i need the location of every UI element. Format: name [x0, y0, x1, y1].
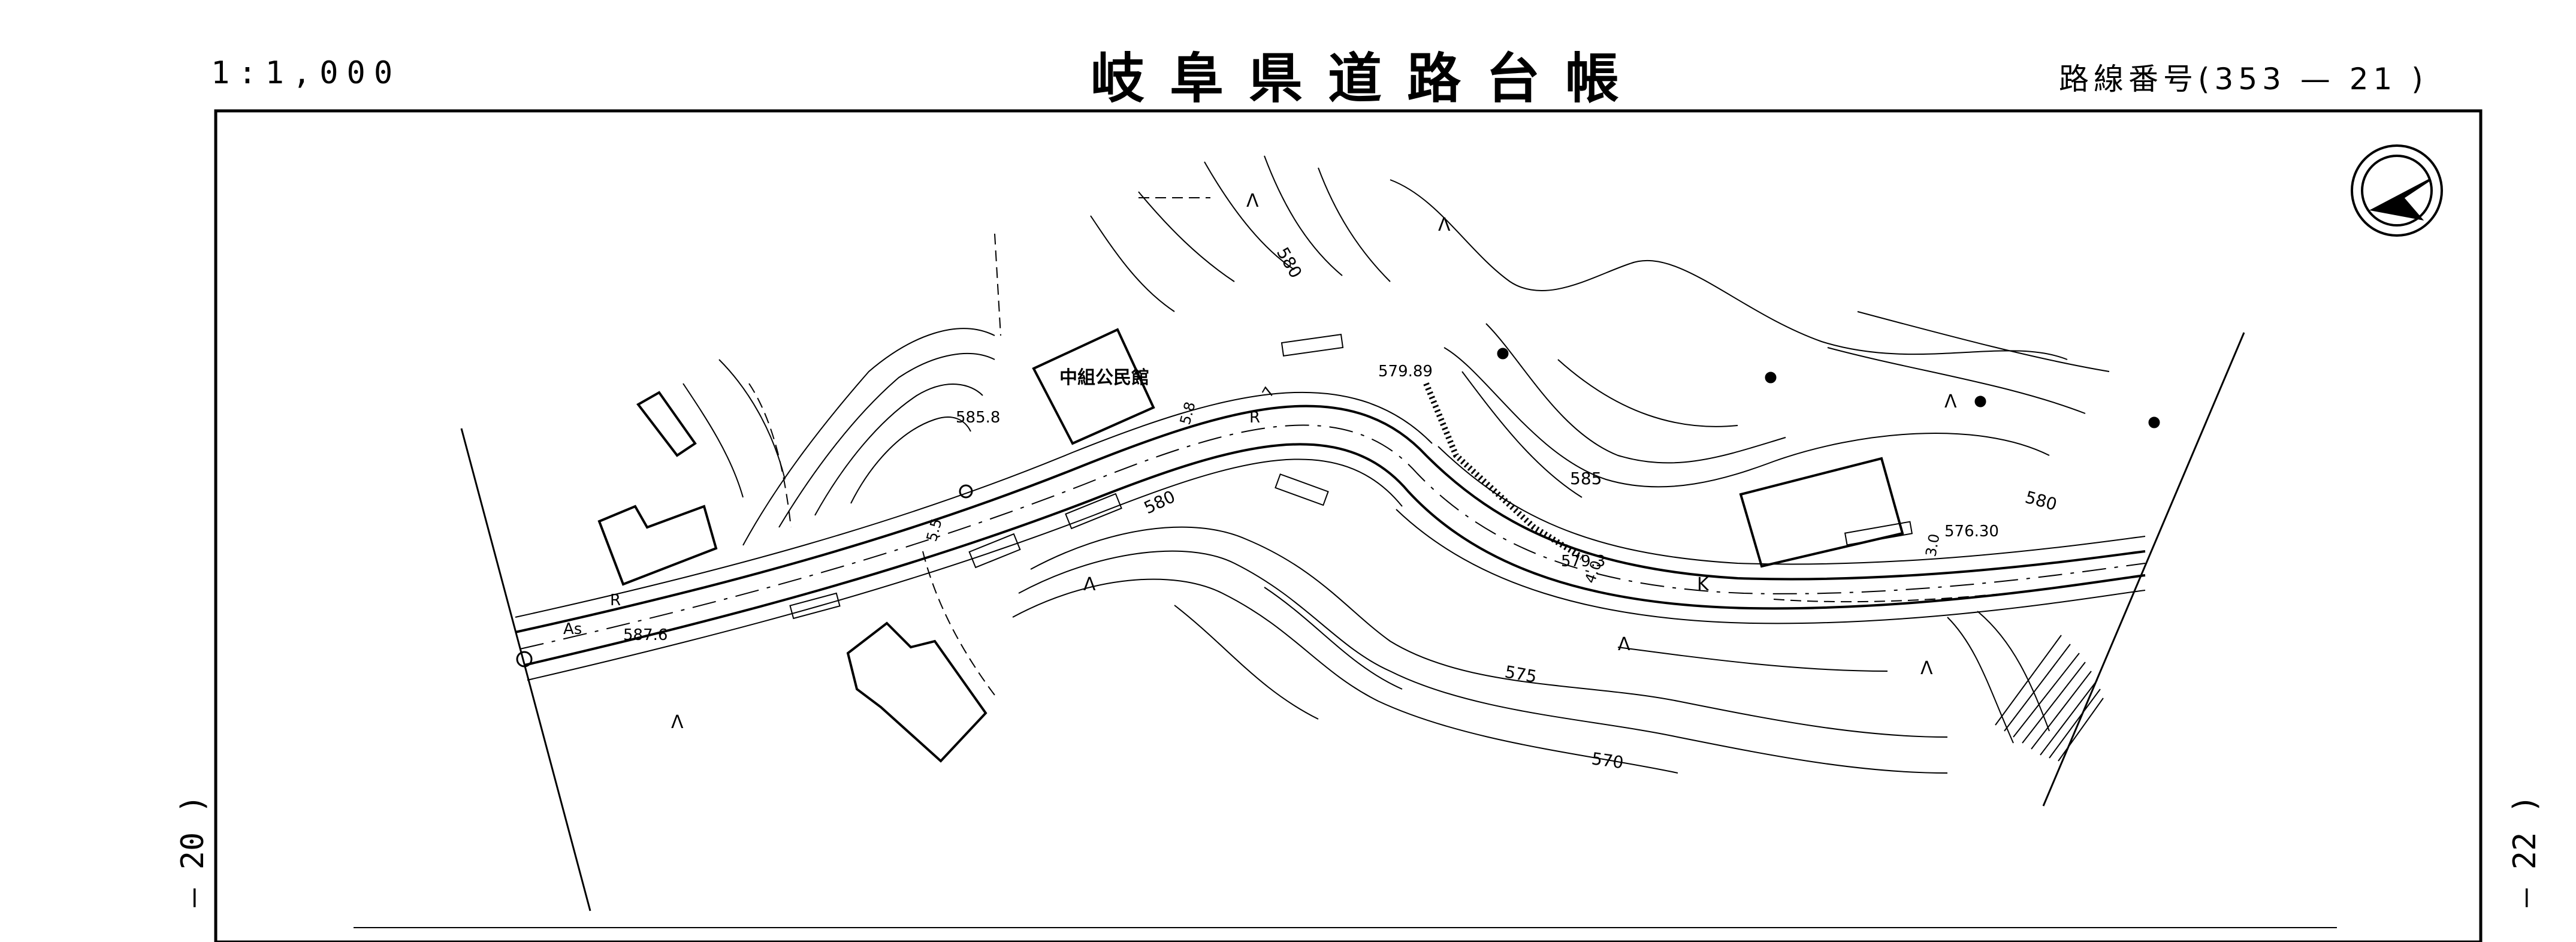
sheet-cut-left — [460, 428, 591, 911]
sheet-cut-right — [2042, 332, 2245, 807]
map-scale: 1:1,000 — [211, 55, 401, 91]
elevation-label: 587.6 — [623, 626, 668, 644]
width-label: 5.5 — [923, 517, 946, 543]
contour-label: 585 — [1570, 469, 1602, 488]
vegetation-mark: Λ — [1246, 191, 1259, 212]
elevation-label: 579.89 — [1378, 363, 1433, 381]
map-labels: 中組公民館 585.8 579.89 587.6 579.3 576.30 58… — [563, 191, 2059, 772]
page-title: 岐阜県道路台帳 — [1091, 47, 1644, 110]
north-arrow-icon — [2351, 144, 2443, 237]
road-main — [515, 404, 2146, 666]
property-lines — [748, 197, 2008, 696]
survey-markers — [516, 348, 2160, 668]
retaining-walls — [789, 334, 1913, 620]
sheet-header: 1:1,000 岐阜県道路台帳 路線番号(353 — 21 ) — [0, 0, 2576, 110]
contour-label: 580 — [1141, 487, 1178, 518]
width-label: 3.0 — [1922, 533, 1943, 558]
vegetation-mark: Λ — [1438, 215, 1451, 236]
surface-label: As — [563, 620, 582, 638]
width-label: 5.8 — [1177, 400, 1199, 426]
vegetation-mark: Λ — [1618, 634, 1630, 655]
width-label: 7 — [1259, 384, 1278, 400]
contour-label: 580 — [1273, 244, 1306, 282]
vegetation-mark: Λ — [1944, 391, 1957, 412]
contours-south — [1012, 526, 2050, 774]
contour-label: 570 — [1590, 748, 1625, 772]
vegetation-mark: Λ — [671, 712, 684, 733]
vegetation-mark: Λ — [1083, 574, 1096, 595]
contour-label: 580 — [2023, 487, 2059, 515]
contour-label: 575 — [1503, 662, 1538, 687]
contours-west — [682, 155, 1391, 546]
building-label: 中組公民館 — [1059, 367, 1149, 388]
road-shoulders — [515, 391, 2146, 681]
slope-hatching — [1995, 635, 2104, 762]
road-mark: R — [610, 591, 621, 609]
map-frame — [214, 109, 2483, 942]
elevation-label: 579.3 — [1561, 552, 1605, 570]
elevation-label: 576.30 — [1944, 523, 1999, 541]
vegetation-mark: Λ — [1920, 658, 1933, 679]
community-hall — [1032, 328, 1155, 445]
road-mark: R — [1249, 409, 1260, 427]
buildings — [597, 328, 1904, 763]
elevation-label: 585.8 — [956, 409, 1000, 427]
contours-east — [1390, 179, 2110, 498]
route-number: 路線番号(353 — 21 ) — [2059, 62, 2428, 96]
road-mark: K — [1697, 574, 1710, 595]
